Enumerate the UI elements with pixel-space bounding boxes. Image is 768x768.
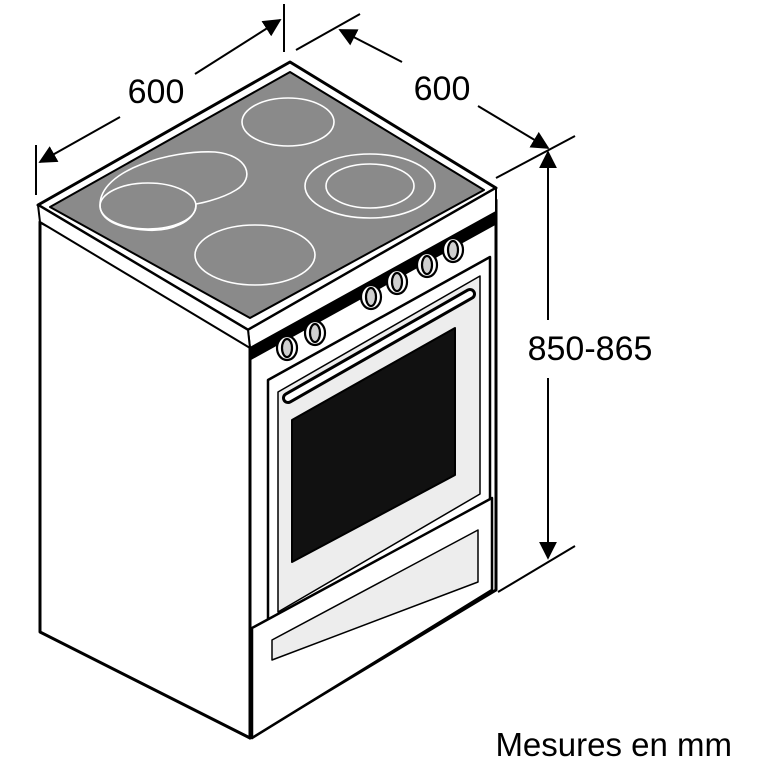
ceramic-hob: [49, 71, 485, 319]
dimension-arrow: [477, 105, 550, 149]
cooking-zones: [99, 97, 436, 286]
depth-dimension: [295, 13, 576, 179]
units-caption: Mesures en mm: [495, 726, 732, 763]
width-dimension: [35, 4, 285, 195]
door-handle-highlight: [285, 291, 473, 401]
dimension-arrow: [38, 116, 121, 163]
drawer-inner: [271, 529, 479, 661]
extension-line: [495, 135, 576, 179]
knob-icon: [441, 236, 465, 264]
width-label: 600: [128, 73, 185, 111]
extension-line: [497, 545, 576, 593]
knob-icon: [415, 251, 439, 279]
knob-icon: [303, 319, 327, 347]
extension-line: [295, 13, 361, 51]
storage-drawer: [250, 496, 494, 740]
height-dimension: [497, 150, 576, 593]
cooking-zone-left-extended: [99, 151, 248, 232]
knob-icon: [275, 334, 299, 362]
cooking-zone-right-inner: [325, 163, 415, 209]
cooking-zone-right-outer: [304, 153, 436, 219]
knob-icon: [385, 268, 409, 296]
height-label: 850-865: [528, 330, 653, 368]
oven-window: [291, 327, 456, 563]
cooking-zone-left-inner: [99, 182, 197, 230]
knob-icon: [359, 283, 383, 311]
dimension-arrow: [194, 19, 282, 75]
cooking-zone-back-left: [241, 97, 335, 147]
cooking-zone-front: [194, 224, 316, 286]
control-knobs: [275, 236, 465, 362]
oven-door: [266, 255, 492, 627]
dimension-arrow: [338, 29, 403, 63]
depth-label: 600: [414, 70, 471, 108]
